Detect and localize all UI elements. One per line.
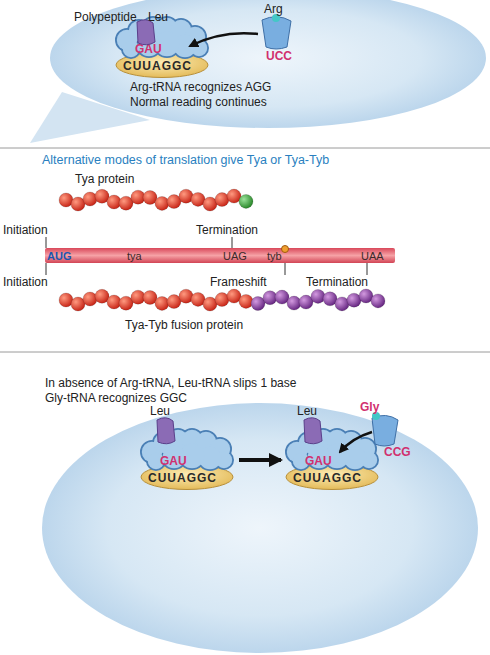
node-text: UAG bbox=[223, 249, 247, 263]
ribosome: GAU CUUAGGC bbox=[140, 430, 235, 490]
amino-acid-bead bbox=[239, 294, 253, 308]
amino-acid-bead bbox=[179, 189, 193, 203]
node-text: In absence of Arg-tRNA, Leu-tRNA slips 1… bbox=[45, 376, 296, 390]
amino-acid-bead bbox=[83, 192, 97, 206]
node-text: tya bbox=[127, 249, 142, 263]
node-text: UAA bbox=[361, 249, 384, 263]
fusion-protein-chain: Tya-Tyb fusion protein bbox=[58, 288, 398, 338]
node-text: Tya protein bbox=[75, 172, 134, 186]
ellipse-fill bbox=[50, 0, 486, 128]
connector-arrow bbox=[239, 458, 281, 462]
leader-line bbox=[367, 263, 368, 275]
node-text: CUUAGGC bbox=[293, 471, 362, 485]
node-text: GAU bbox=[135, 42, 162, 56]
label-text: Alternative modes of translation give Ty… bbox=[42, 153, 329, 167]
amino-acid-bead bbox=[311, 289, 325, 303]
label-text: Leu bbox=[150, 404, 170, 418]
amino-acid-bead bbox=[155, 196, 169, 210]
label-text: CCG bbox=[384, 445, 411, 459]
label-text: Initiation bbox=[3, 275, 48, 289]
label-text: UCC bbox=[266, 49, 292, 63]
leader-line bbox=[46, 263, 47, 275]
label-text: Leu bbox=[297, 404, 317, 418]
bar-outline bbox=[45, 248, 395, 263]
leader-line bbox=[232, 237, 233, 248]
divider-line bbox=[0, 148, 490, 149]
node-text: Normal reading continues bbox=[130, 95, 267, 109]
amino-acid-bead bbox=[179, 289, 193, 303]
amino-acid-bead bbox=[155, 296, 169, 310]
ellipse-fill bbox=[42, 403, 478, 653]
label-text: Leu bbox=[148, 10, 168, 24]
label-text: Arg bbox=[264, 2, 283, 16]
node-text: CUUAGGC bbox=[148, 471, 217, 485]
label-text: Initiation bbox=[3, 223, 48, 237]
node-text: Gly-tRNA recognizes GGC bbox=[45, 391, 187, 405]
leader-line bbox=[46, 237, 47, 248]
label-text: Termination bbox=[306, 275, 368, 289]
leader-line bbox=[285, 263, 286, 275]
node-text: AUG bbox=[47, 249, 71, 263]
mrna-bar: AUG tya UAG tyb UAA bbox=[45, 248, 395, 263]
node-text: Tya-Tyb fusion protein bbox=[125, 318, 243, 332]
label-text: Polypeptide bbox=[74, 10, 137, 24]
label-text: Gly bbox=[360, 400, 379, 414]
node-text: GAU bbox=[305, 454, 332, 468]
node-text: tyb bbox=[267, 249, 282, 263]
amino-acid-bead bbox=[239, 194, 253, 208]
ribosome: GAU CUUAGGC bbox=[285, 430, 380, 490]
amino-acid-bead bbox=[83, 292, 97, 306]
node-text: CUUAGGC bbox=[123, 59, 192, 73]
node-text: GAU bbox=[160, 454, 187, 468]
ribosome: GAU CUUAGGC bbox=[115, 18, 210, 78]
callout-ellipse: In absence of Arg-tRNA, Leu-tRNA slips 1… bbox=[40, 368, 480, 655]
ellipse-outline bbox=[40, 368, 480, 655]
mrna-strand bbox=[45, 248, 395, 263]
label-text: Termination bbox=[196, 223, 258, 237]
amino-acid-bead bbox=[371, 294, 385, 308]
label-text: Frameshift bbox=[210, 275, 267, 289]
divider-line bbox=[0, 352, 490, 353]
node-text: Arg-tRNA recognizes AGG bbox=[130, 80, 271, 94]
protein-chain: Tya protein bbox=[58, 172, 258, 216]
